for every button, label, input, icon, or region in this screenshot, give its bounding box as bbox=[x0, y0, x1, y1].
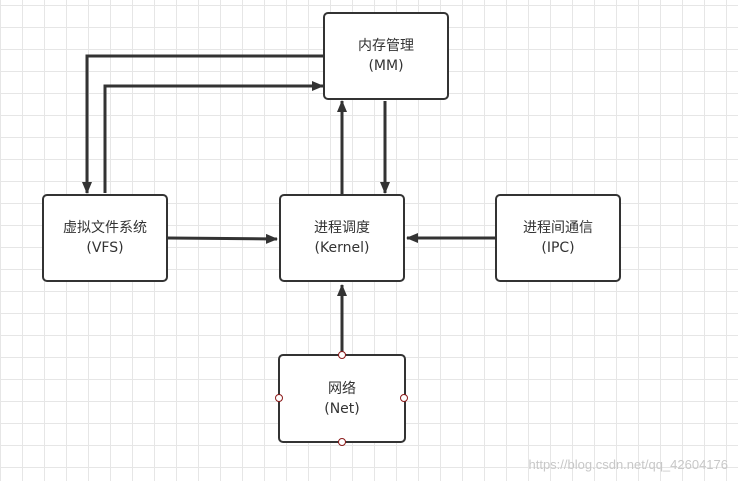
node-kernel-sub: (Kernel) bbox=[314, 240, 370, 256]
node-vfs-sub: (VFS) bbox=[86, 240, 124, 256]
net-handle-top[interactable] bbox=[338, 351, 346, 359]
node-kernel-title: 进程调度 bbox=[314, 220, 370, 236]
node-ipc-sub: (IPC) bbox=[541, 240, 575, 256]
node-mm-sub: (MM) bbox=[368, 58, 404, 74]
node-ipc[interactable]: 进程间通信 (IPC) bbox=[495, 194, 621, 282]
node-vfs[interactable]: 虚拟文件系统 (VFS) bbox=[42, 194, 168, 282]
node-net[interactable]: 网络 (Net) bbox=[278, 354, 406, 443]
node-net-title: 网络 bbox=[328, 380, 356, 397]
node-net-sub: (Net) bbox=[324, 400, 360, 417]
net-handle-left[interactable] bbox=[275, 394, 283, 402]
edge-mm-to-vfs[interactable] bbox=[82, 54, 323, 194]
edge-vfs-to-mm[interactable] bbox=[103, 81, 324, 193]
node-ipc-title: 进程间通信 bbox=[523, 220, 593, 236]
net-handle-bottom[interactable] bbox=[338, 438, 346, 446]
node-mm-title: 内存管理 bbox=[358, 38, 414, 54]
node-vfs-title: 虚拟文件系统 bbox=[63, 220, 147, 236]
watermark: https://blog.csdn.net/qq_42604176 bbox=[528, 457, 729, 472]
node-kernel[interactable]: 进程调度 (Kernel) bbox=[279, 194, 405, 282]
node-mm[interactable]: 内存管理 (MM) bbox=[323, 12, 449, 100]
net-handle-right[interactable] bbox=[400, 394, 408, 402]
edge-vfs-to-kernel[interactable] bbox=[167, 233, 278, 244]
